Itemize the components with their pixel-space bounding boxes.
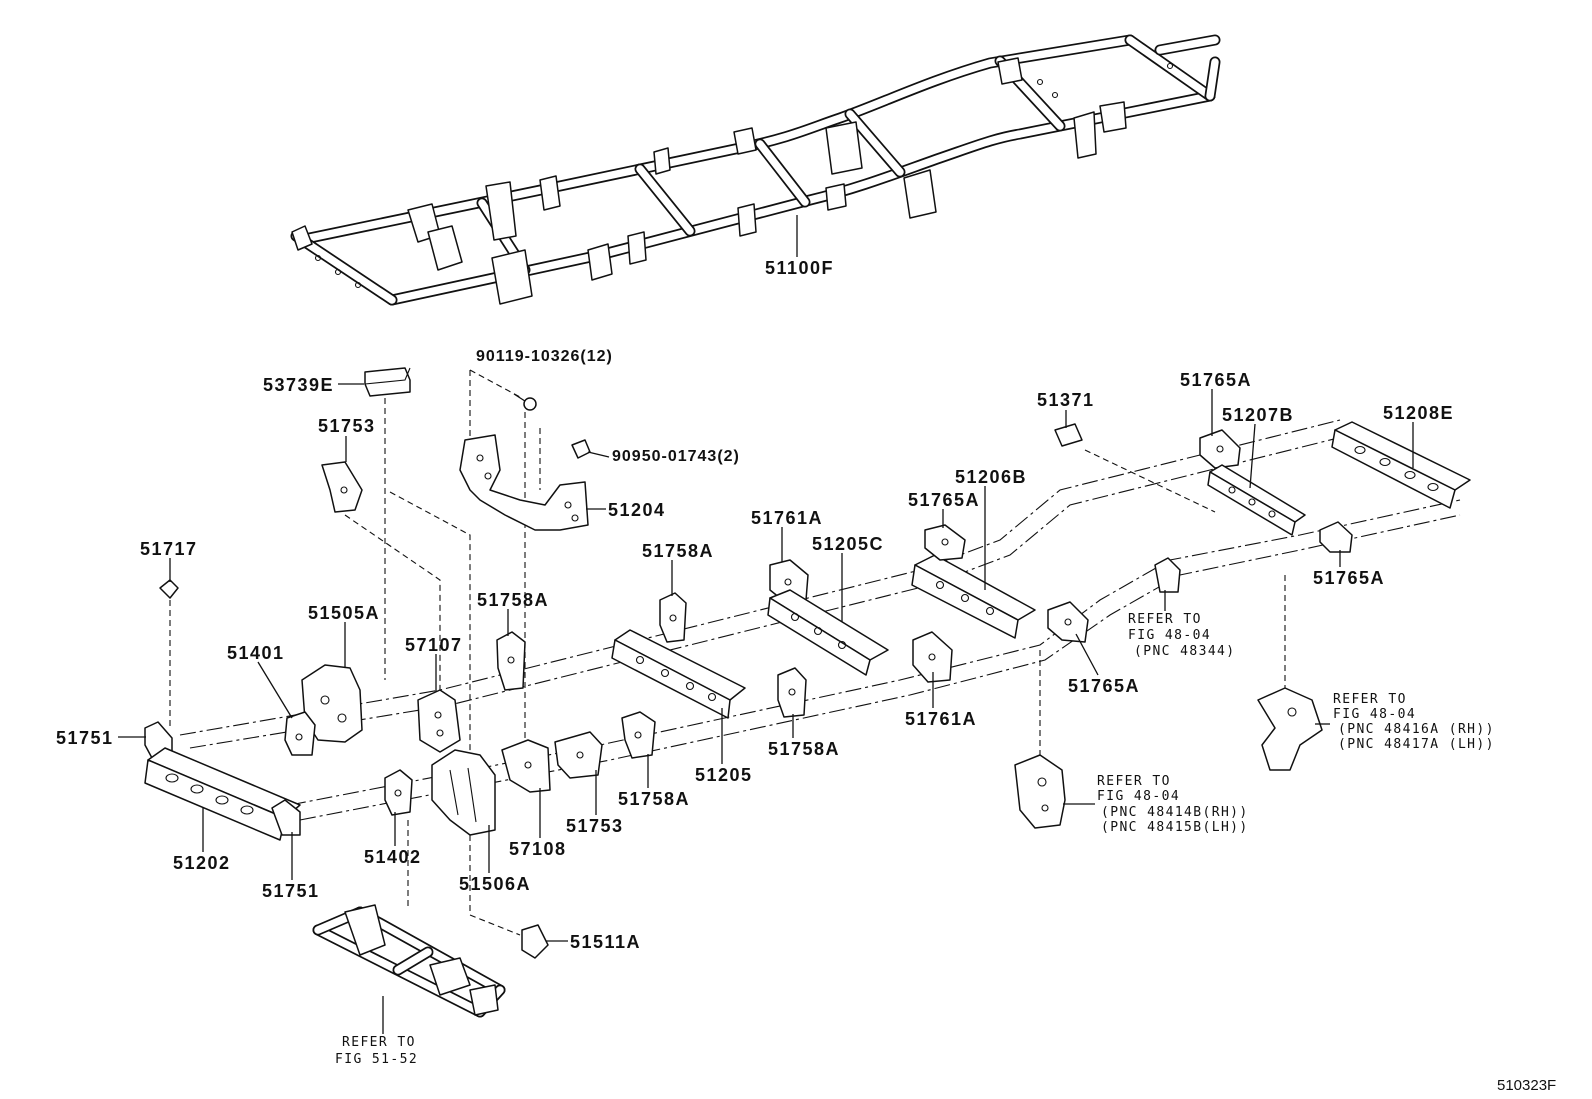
crossmember-51206B [911, 554, 1036, 639]
bracket-51751-right [271, 799, 301, 836]
refer-note-line: REFER TO [1128, 612, 1202, 627]
part-label-51765A: 51765A [1180, 370, 1253, 390]
part-label-51765A: 51765A [1068, 676, 1141, 696]
part-label-51765A: 51765A [908, 490, 981, 510]
part-label-51765A: 51765A [1313, 568, 1386, 588]
bracket-51204 [459, 434, 589, 531]
refer-note-line: REFER TO [1333, 692, 1407, 707]
part-label-51100F: 51100F [765, 258, 835, 278]
crossmember-51207B [1207, 464, 1306, 536]
refer-note-line: (PNC 48417A (LH)) [1338, 737, 1495, 752]
figure-id: 510323F [1497, 1077, 1557, 1094]
part-label-57108: 57108 [509, 839, 567, 859]
part-label-51761A: 51761A [751, 508, 824, 528]
part-label-51753: 51753 [318, 416, 376, 436]
bracket-51753-upper [321, 461, 363, 513]
bracket-51401 [284, 711, 316, 756]
refer-part-48414B [1014, 754, 1066, 829]
part-label-90119-10326: 90119-10326(12) [476, 348, 613, 365]
bracket-51765A-center [924, 524, 966, 561]
part-label-51205: 51205 [695, 765, 753, 785]
bracket-57107 [417, 689, 461, 753]
refer-part-48344 [1154, 557, 1181, 593]
bracket-51761A-lower [912, 631, 953, 683]
refer-note-line: REFER TO [342, 1035, 416, 1050]
refer-note-line: FIG 51-52 [335, 1052, 419, 1067]
alignment-lines [169, 369, 1286, 936]
crossmember-51202 [144, 747, 301, 841]
part-label-51205C: 51205C [812, 534, 885, 554]
part-label-51511A: 51511A [570, 932, 642, 952]
leader-lines [118, 215, 1414, 1034]
part-label-51758A: 51758A [618, 789, 691, 809]
bracket-51758A-lower [621, 711, 656, 759]
clip-90950-01743 [571, 439, 591, 459]
refer-note-line: (PNC 48344) [1134, 644, 1236, 659]
part-label-51751: 51751 [56, 728, 114, 748]
clip-51717 [159, 579, 179, 599]
bracket-51753-lower [554, 731, 603, 779]
frame-assembly-51100F [292, 40, 1215, 304]
refer-note-line: FIG 48-04 [1128, 628, 1212, 643]
part-label-51758A: 51758A [477, 590, 550, 610]
bracket-51765A-right [1319, 521, 1353, 553]
part-label-51505A: 51505A [308, 603, 381, 623]
bracket-51758A-left [496, 631, 526, 691]
bracket-57108 [501, 739, 551, 793]
bracket-51765A-mid [1047, 601, 1089, 643]
crossmember-51205 [611, 629, 746, 719]
bracket-51402 [384, 769, 413, 816]
bracket-51758A-upper [659, 592, 687, 643]
block-53739E [364, 367, 411, 397]
part-label-51506A: 51506A [459, 874, 532, 894]
refer-note-line: (PNC 48415B(LH)) [1101, 820, 1249, 835]
refer-note-line: REFER TO [1097, 774, 1171, 789]
bracket-51511A [521, 924, 549, 959]
part-label-51758A: 51758A [642, 541, 715, 561]
part-label-51207B: 51207B [1222, 405, 1295, 425]
bracket-51765A-top [1199, 429, 1241, 469]
part-label-51751: 51751 [262, 881, 320, 901]
refer-note-line: (PNC 48416A (RH)) [1338, 722, 1495, 737]
bracket-51371 [1054, 423, 1083, 447]
part-label-57107: 57107 [405, 635, 463, 655]
refer-note-line: FIG 48-04 [1333, 707, 1417, 722]
refer-note-line: FIG 48-04 [1097, 789, 1181, 804]
subframe-refer-51-52 [318, 904, 500, 1015]
part-label-53739E: 53739E [263, 375, 335, 395]
part-label-51758A: 51758A [768, 739, 841, 759]
refer-part-48416A [1257, 687, 1323, 771]
bracket-51758A-right [777, 667, 807, 718]
part-label-51401: 51401 [227, 643, 285, 663]
part-label-51402: 51402 [364, 847, 422, 867]
part-label-51202: 51202 [173, 853, 231, 873]
part-label-51761A: 51761A [905, 709, 978, 729]
part-label-51208E: 51208E [1383, 403, 1455, 423]
part-label-51206B: 51206B [955, 467, 1028, 487]
crossmember-51205C [767, 589, 889, 676]
crossmember-51208E [1331, 421, 1471, 509]
part-label-51371: 51371 [1037, 390, 1095, 410]
part-label-51753: 51753 [566, 816, 624, 836]
part-label-51717: 51717 [140, 539, 198, 559]
bolt-90119-10326 [513, 393, 537, 411]
frame-bracket [291, 57, 1127, 305]
bracket-51506A [431, 749, 496, 836]
refer-note-line: (PNC 48414B(RH)) [1101, 805, 1249, 820]
part-label-90950-01743: 90950-01743(2) [612, 448, 740, 465]
part-label-51204: 51204 [608, 500, 666, 520]
